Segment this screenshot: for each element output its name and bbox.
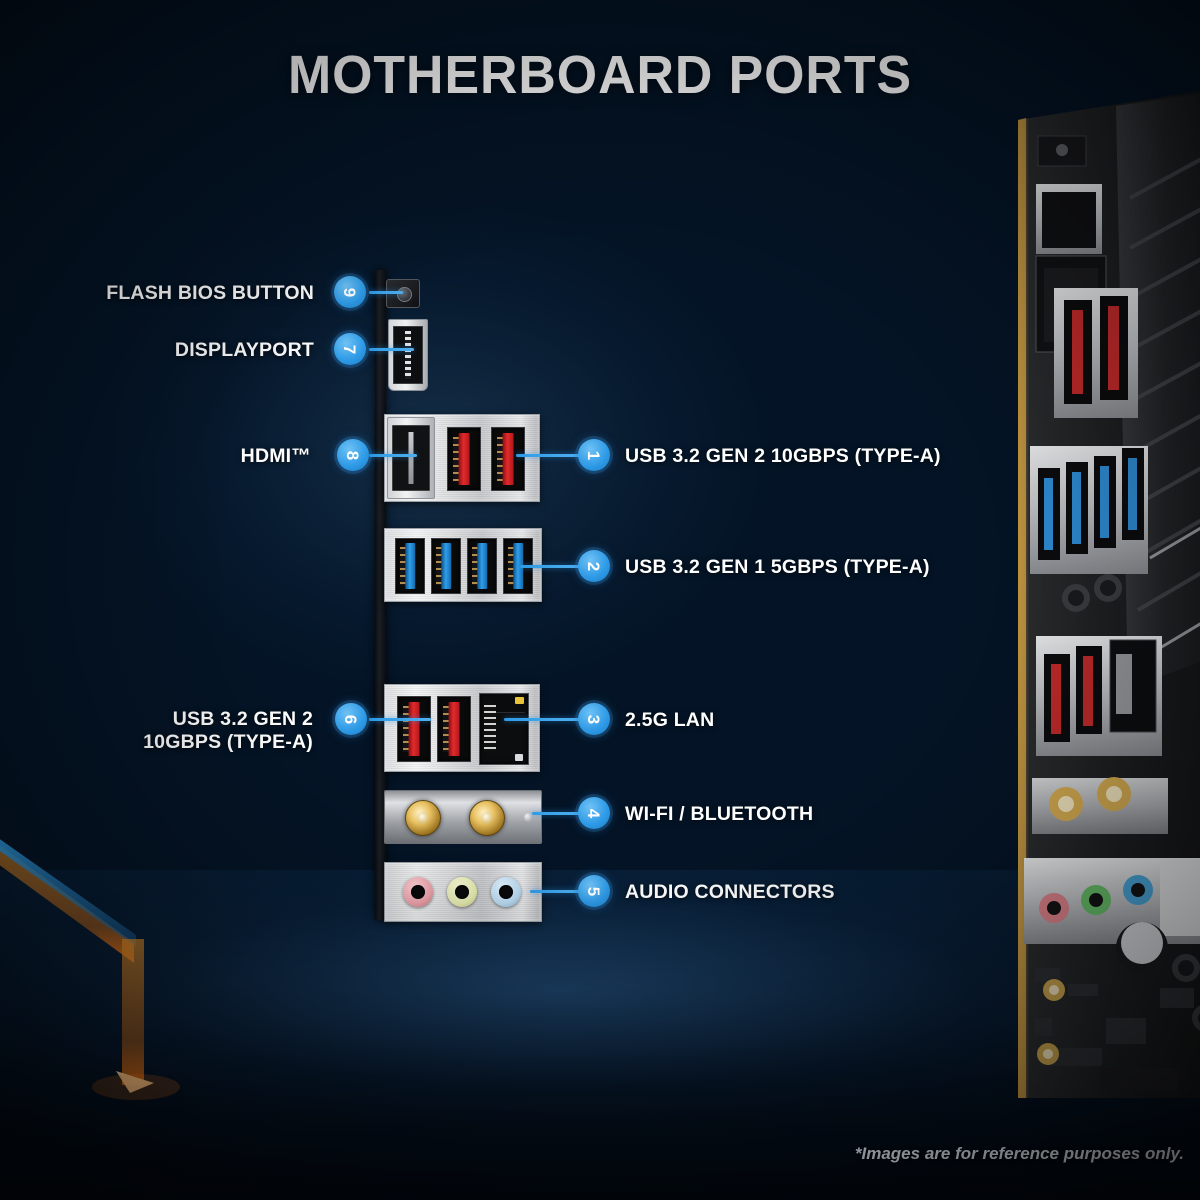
badge-number: 8 bbox=[343, 450, 363, 460]
label-usb-gen1: USB 3.2 GEN 1 5GBPS (TYPE-A) bbox=[625, 556, 930, 578]
audio-jack-line-in-blue bbox=[491, 877, 521, 907]
port-usb-gen2-c2 bbox=[437, 696, 471, 762]
lead-line-usb-gen1 bbox=[520, 565, 580, 568]
lead-line-usb-gen2-top bbox=[516, 454, 580, 457]
label-flash-bios-button: FLASH BIOS BUTTON bbox=[106, 282, 314, 304]
badge-usb-gen1[interactable]: 2 bbox=[578, 550, 610, 582]
badge-usb-gen2-top[interactable]: 1 bbox=[578, 439, 610, 471]
usb-tongue bbox=[408, 702, 420, 756]
port-usb-gen2-a1 bbox=[447, 427, 481, 491]
audio-jack-line-out-green bbox=[447, 877, 477, 907]
page-title: MOTHERBOARD PORTS bbox=[288, 45, 912, 105]
flash-bios-dot bbox=[396, 287, 412, 302]
usb-tongue bbox=[502, 432, 514, 486]
badge-audio-connectors[interactable]: 5 bbox=[578, 875, 610, 907]
lead-line-wifi bbox=[532, 812, 580, 815]
port-usb-gen1-b3 bbox=[467, 538, 497, 594]
port-group-wifi-antenna bbox=[384, 790, 542, 844]
lan-led-link bbox=[515, 754, 523, 761]
port-displayport bbox=[388, 319, 428, 391]
badge-number: 3 bbox=[584, 714, 604, 724]
badge-number: 7 bbox=[340, 344, 360, 354]
port-lan-rj45 bbox=[479, 693, 529, 765]
label-line-2: 10GBPS (TYPE-A) bbox=[143, 730, 313, 753]
badge-number: 4 bbox=[584, 808, 604, 818]
lead-line-hdmi bbox=[369, 454, 417, 457]
badge-number: 5 bbox=[584, 886, 604, 896]
label-audio-connectors: AUDIO CONNECTORS bbox=[625, 881, 835, 903]
audio-jack-mic-pink bbox=[403, 877, 433, 907]
badge-wifi-bluetooth[interactable]: 4 bbox=[578, 797, 610, 829]
footnote-disclaimer: *Images are for reference purposes only. bbox=[854, 1144, 1184, 1163]
label-usb-gen2-top: USB 3.2 GEN 2 10GBPS (TYPE-A) bbox=[625, 445, 941, 467]
hdmi-cavity bbox=[392, 425, 430, 491]
badge-number: 6 bbox=[341, 714, 361, 724]
badge-number: 1 bbox=[584, 450, 604, 460]
label-lan: 2.5G LAN bbox=[625, 709, 715, 731]
badge-displayport[interactable]: 7 bbox=[334, 333, 366, 365]
port-usb-gen2-c1 bbox=[397, 696, 431, 762]
badge-usb-gen2-bottom[interactable]: 6 bbox=[335, 703, 367, 735]
port-group-hdmi-usb-gen2-top bbox=[384, 414, 540, 502]
usb-tongue bbox=[405, 543, 415, 589]
badge-number: 9 bbox=[340, 287, 360, 297]
usb-tongue bbox=[441, 543, 451, 589]
label-wifi-bluetooth: WI-FI / BLUETOOTH bbox=[625, 803, 814, 825]
port-hdmi bbox=[387, 417, 435, 499]
usb-tongue bbox=[448, 702, 460, 756]
motherboard-photo bbox=[1018, 91, 1200, 1098]
label-line-1: USB 3.2 GEN 2 bbox=[172, 708, 313, 730]
badge-flash-bios-button[interactable]: 9 bbox=[334, 276, 366, 308]
displayport-pins bbox=[405, 331, 411, 379]
badge-lan[interactable]: 3 bbox=[578, 703, 610, 735]
usb-tongue bbox=[458, 432, 470, 486]
antenna-connector-2 bbox=[469, 800, 505, 836]
port-usb-gen1-b2 bbox=[431, 538, 461, 594]
port-group-usb-gen1 bbox=[384, 528, 542, 602]
lead-line-flash-bios bbox=[369, 291, 403, 294]
lead-line-lan bbox=[504, 718, 580, 721]
displayport-cavity bbox=[393, 326, 423, 384]
badge-hdmi[interactable]: 8 bbox=[337, 439, 369, 471]
label-displayport: DISPLAYPORT bbox=[174, 339, 314, 361]
lead-line-audio bbox=[530, 890, 580, 893]
port-usb-gen1-b1 bbox=[395, 538, 425, 594]
badge-number: 2 bbox=[584, 561, 604, 571]
antenna-connector-1 bbox=[405, 800, 441, 836]
lead-line-displayport bbox=[369, 348, 414, 351]
lan-led-activity bbox=[515, 697, 524, 704]
port-group-usb-gen2-lan bbox=[384, 684, 540, 772]
port-usb-gen2-a2 bbox=[491, 427, 525, 491]
lan-contacts bbox=[483, 705, 497, 752]
label-hdmi: HDMI™ bbox=[240, 445, 311, 467]
hdmi-contact-strip bbox=[408, 432, 414, 484]
decorative-glow-structure bbox=[0, 839, 180, 1100]
label-usb-gen2-bottom: USB 3.2 GEN 2 10GBPS (TYPE-A) bbox=[143, 708, 313, 753]
lead-line-usb-gen2-bottom bbox=[369, 718, 431, 721]
usb-tongue bbox=[477, 543, 487, 589]
port-group-audio bbox=[384, 862, 542, 922]
